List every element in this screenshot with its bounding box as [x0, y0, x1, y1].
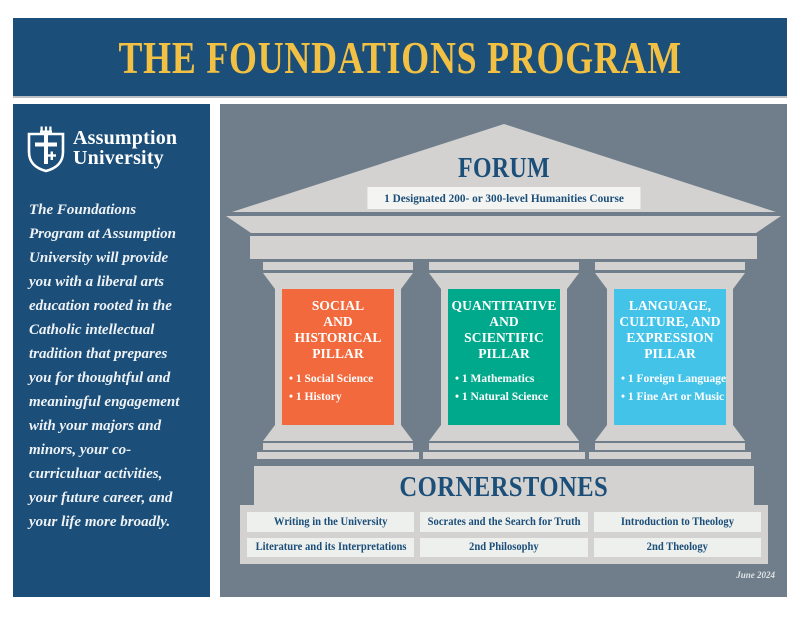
- cornerstone-course: Writing in the University: [247, 512, 415, 532]
- pillar-abacus: [429, 262, 579, 270]
- pediment-triangle: FORUM 1 Designated 200- or 300-level Hum…: [232, 124, 776, 212]
- pillar-requirement: 1 Social Science: [289, 371, 394, 389]
- pillar-abacus: [263, 262, 413, 270]
- cornerstone-course: Literature and its Interpretations: [247, 537, 415, 557]
- cornice-beam: [226, 216, 781, 233]
- pillar-requirement: 1 Mathematics: [455, 371, 560, 389]
- pillar-requirements: 1 Foreign Language 1 Fine Art or Music: [614, 371, 726, 407]
- sidebar: Assumption University The Foundations Pr…: [13, 104, 210, 597]
- shield-crest-icon: [27, 126, 65, 173]
- pillar-card: SOCIAL AND HISTORICAL PILLAR 1 Social Sc…: [282, 289, 394, 425]
- pillar-base-step: [595, 443, 745, 450]
- forum-heading: FORUM: [457, 153, 551, 184]
- temple-diagram: FORUM 1 Designated 200- or 300-level Hum…: [220, 104, 787, 597]
- university-name: Assumption University: [73, 129, 177, 168]
- pillar-base: [429, 425, 579, 441]
- program-description: The Foundations Program at Assumption Un…: [29, 202, 180, 530]
- pillar-card: QUANTITATIVE AND SCIENTIFIC PILLAR 1 Mat…: [448, 289, 560, 425]
- forum-course-box: 1 Designated 200- or 300-level Humanitie…: [367, 187, 641, 209]
- pillar-base-step: [429, 443, 579, 450]
- pillar-capital: [263, 273, 413, 289]
- pillar-base: [595, 425, 745, 441]
- pillar-requirements: 1 Mathematics 1 Natural Science: [448, 371, 560, 407]
- pillar-base-plinth: [589, 452, 751, 459]
- pillar-requirement: 1 Fine Art or Music: [621, 389, 726, 407]
- pillar-language-culture-expression: LANGUAGE, CULTURE, AND EXPRESSION PILLAR…: [589, 262, 751, 459]
- pillar-requirements: 1 Social Science 1 History: [282, 371, 394, 407]
- page-title: THE FOUNDATIONS PROGRAM: [118, 31, 682, 83]
- pillar-social-historical: SOCIAL AND HISTORICAL PILLAR 1 Social Sc…: [257, 262, 419, 459]
- architrave-beam: [250, 236, 757, 259]
- pillar-requirement: 1 Foreign Language: [621, 371, 726, 389]
- pillar-shaft: SOCIAL AND HISTORICAL PILLAR 1 Social Sc…: [275, 289, 401, 425]
- cornerstones-heading: CORNERSTONES: [399, 471, 609, 503]
- pillar-title: LANGUAGE, CULTURE, AND EXPRESSION PILLAR: [619, 298, 721, 361]
- cornerstone-course: Introduction to Theology: [593, 512, 761, 532]
- pillar-requirement: 1 History: [289, 389, 394, 407]
- pillar-base-plinth: [423, 452, 585, 459]
- pillar-card: LANGUAGE, CULTURE, AND EXPRESSION PILLAR…: [614, 289, 726, 425]
- cornerstones-platform: CORNERSTONES: [254, 466, 754, 505]
- pillar-base-plinth: [257, 452, 419, 459]
- cornerstone-course: Socrates and the Search for Truth: [420, 512, 588, 532]
- cornerstone-course: 2nd Philosophy: [420, 537, 588, 557]
- pillar-capital: [429, 273, 579, 289]
- pillar-base-step: [263, 443, 413, 450]
- pillar-quantitative-scientific: QUANTITATIVE AND SCIENTIFIC PILLAR 1 Mat…: [423, 262, 585, 459]
- pillar-capital: [595, 273, 745, 289]
- pillar-title: SOCIAL AND HISTORICAL PILLAR: [294, 298, 382, 361]
- publication-date: June 2024: [736, 570, 775, 580]
- university-name-line1: Assumption: [73, 127, 178, 150]
- pillar-shaft: LANGUAGE, CULTURE, AND EXPRESSION PILLAR…: [607, 289, 733, 425]
- pillar-requirement: 1 Natural Science: [455, 389, 560, 407]
- university-logo: Assumption University: [25, 125, 177, 173]
- pillar-shaft: QUANTITATIVE AND SCIENTIFIC PILLAR 1 Mat…: [441, 289, 567, 425]
- forum-course-label: 1 Designated 200- or 300-level Humanitie…: [384, 191, 624, 205]
- university-name-line2: University: [73, 147, 164, 169]
- cornerstone-course: 2nd Theology: [593, 537, 761, 557]
- cornerstones-course-grid: Writing in the University Socrates and t…: [240, 505, 768, 564]
- pillar-title: QUANTITATIVE AND SCIENTIFIC PILLAR: [451, 298, 557, 361]
- pillar-base: [263, 425, 413, 441]
- header-banner: THE FOUNDATIONS PROGRAM: [13, 18, 787, 96]
- pillar-abacus: [595, 262, 745, 270]
